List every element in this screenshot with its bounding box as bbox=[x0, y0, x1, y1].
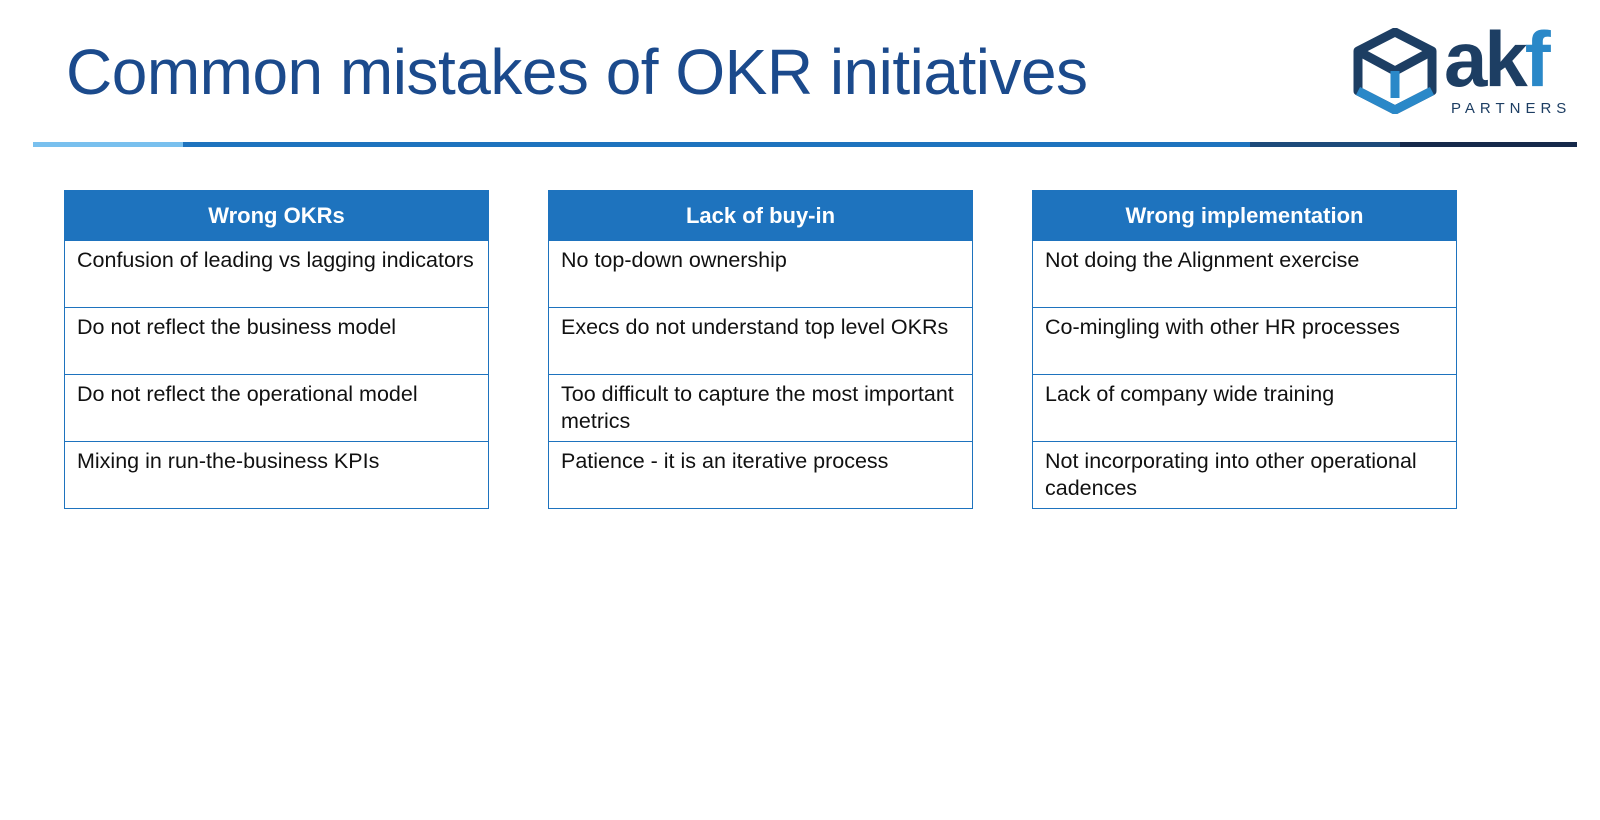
table-row: Do not reflect the business model bbox=[64, 307, 489, 375]
table-row: Too difficult to capture the most import… bbox=[548, 374, 973, 442]
table-cell: Too difficult to capture the most import… bbox=[548, 374, 973, 442]
table-cell: Confusion of leading vs lagging indicato… bbox=[64, 240, 489, 308]
table-wrong-okrs: Wrong OKRs Confusion of leading vs laggi… bbox=[64, 190, 489, 509]
table-cell: Execs do not understand top level OKRs bbox=[548, 307, 973, 375]
table-header: Wrong implementation bbox=[1032, 190, 1457, 241]
table-row: Co-mingling with other HR processes bbox=[1032, 307, 1457, 375]
table-row: Mixing in run-the-business KPIs bbox=[64, 441, 489, 509]
table-row: Lack of company wide training bbox=[1032, 374, 1457, 442]
table-cell: Not doing the Alignment exercise bbox=[1032, 240, 1457, 308]
table-header: Lack of buy-in bbox=[548, 190, 973, 241]
table-lack-of-buy-in: Lack of buy-in No top-down ownership Exe… bbox=[548, 190, 973, 509]
table-row: No top-down ownership bbox=[548, 240, 973, 308]
table-cell: Lack of company wide training bbox=[1032, 374, 1457, 442]
divider-segment bbox=[1250, 142, 1400, 147]
divider-segment bbox=[183, 142, 1250, 147]
title-divider bbox=[33, 142, 1577, 147]
cube-icon bbox=[1353, 28, 1437, 114]
table-cell: Patience - it is an iterative process bbox=[548, 441, 973, 509]
logo-subtitle: PARTNERS bbox=[1451, 100, 1572, 117]
table-cell: Do not reflect the operational model bbox=[64, 374, 489, 442]
table-row: Patience - it is an iterative process bbox=[548, 441, 973, 509]
logo-wordmark-accent: f bbox=[1524, 15, 1551, 103]
table-row: Not incorporating into other operational… bbox=[1032, 441, 1457, 509]
table-cell: Not incorporating into other operational… bbox=[1032, 441, 1457, 509]
table-cell: No top-down ownership bbox=[548, 240, 973, 308]
table-row: Do not reflect the operational model bbox=[64, 374, 489, 442]
logo-wordmark: akf bbox=[1444, 14, 1551, 104]
table-cell: Co-mingling with other HR processes bbox=[1032, 307, 1457, 375]
slide-title: Common mistakes of OKR initiatives bbox=[66, 36, 1088, 108]
table-header: Wrong OKRs bbox=[64, 190, 489, 241]
table-row: Confusion of leading vs lagging indicato… bbox=[64, 240, 489, 308]
akf-partners-logo: akf PARTNERS bbox=[1352, 15, 1577, 124]
divider-segment bbox=[33, 142, 183, 147]
table-row: Not doing the Alignment exercise bbox=[1032, 240, 1457, 308]
table-cell: Do not reflect the business model bbox=[64, 307, 489, 375]
table-cell: Mixing in run-the-business KPIs bbox=[64, 441, 489, 509]
table-row: Execs do not understand top level OKRs bbox=[548, 307, 973, 375]
table-wrong-implementation: Wrong implementation Not doing the Align… bbox=[1032, 190, 1457, 509]
logo-wordmark-main: ak bbox=[1444, 15, 1528, 103]
divider-segment bbox=[1400, 142, 1577, 147]
